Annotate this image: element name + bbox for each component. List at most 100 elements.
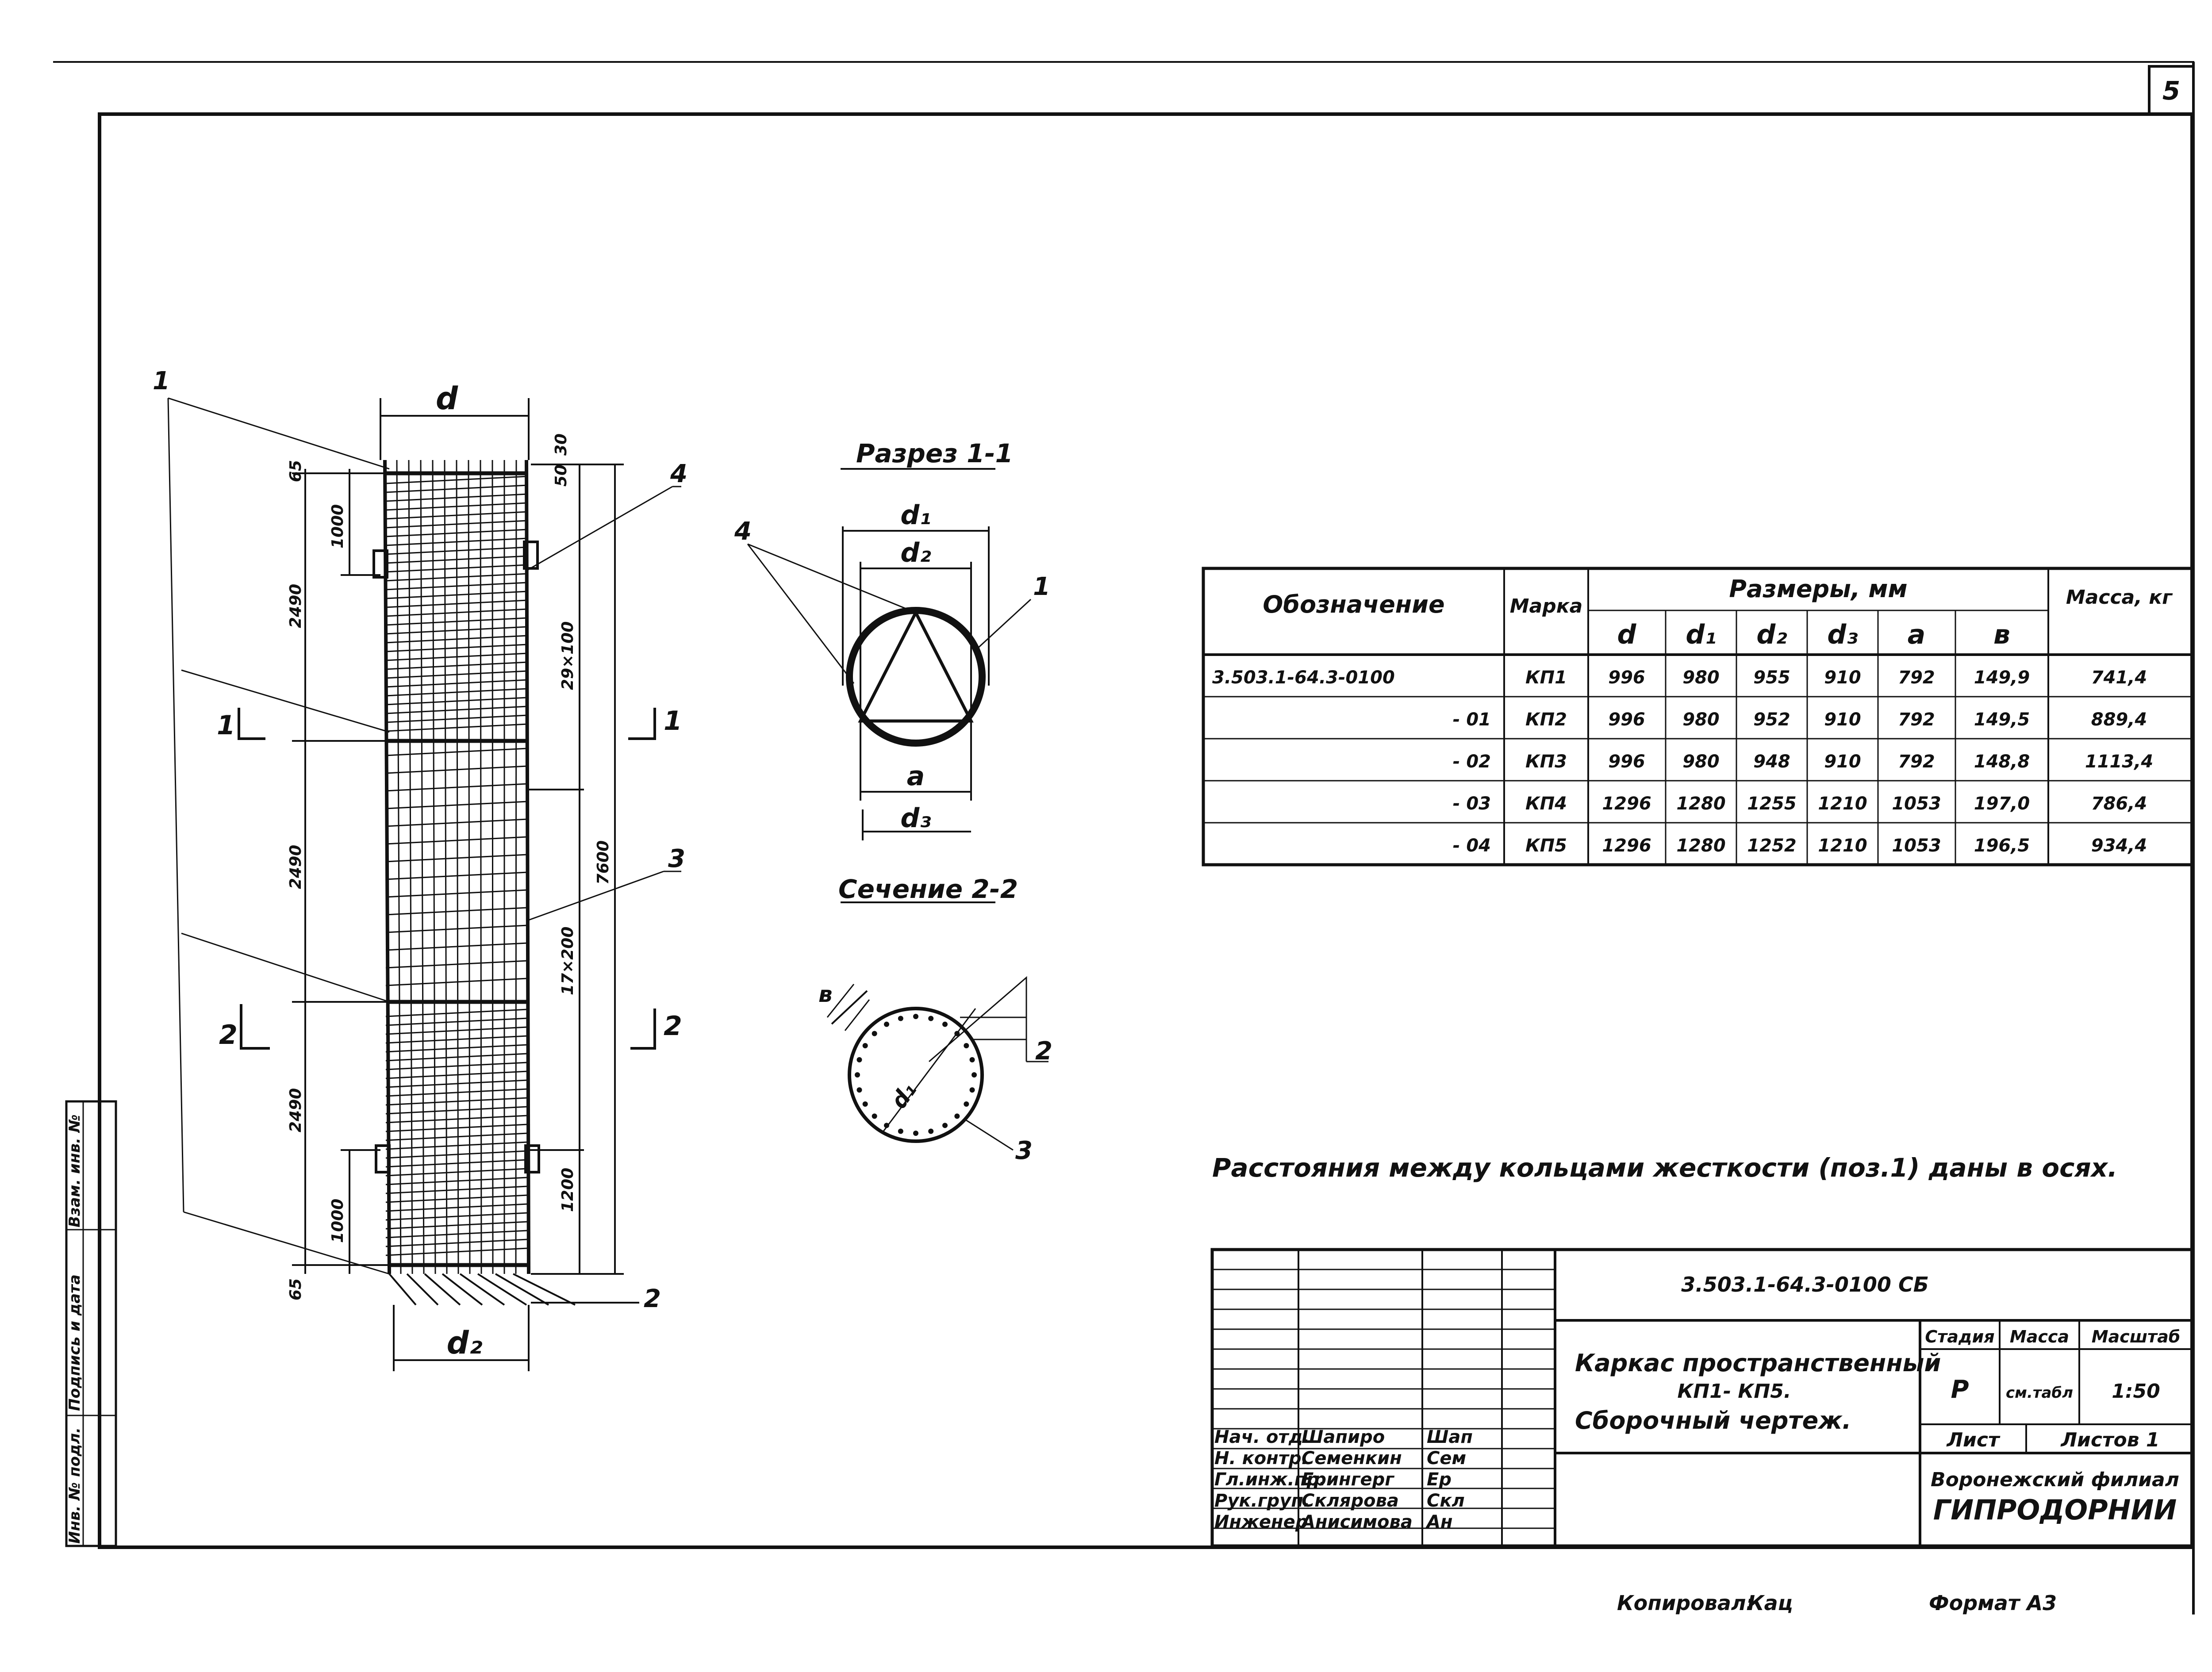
spec-row-mark: КП2 <box>1525 709 1567 730</box>
spiral-hoop <box>385 582 528 591</box>
spiral-hoop <box>385 591 528 599</box>
section2-rod-dot <box>928 1016 934 1021</box>
dim-left-65-top: 65 <box>287 460 305 482</box>
section2-rod-dot <box>856 1057 862 1062</box>
section2-rod-dot <box>913 1014 918 1019</box>
spiral-hoop <box>385 1185 528 1194</box>
spec-row-d3: 910 <box>1824 709 1861 730</box>
note-text: Расстояния между кольцами жесткости (поз… <box>1212 1153 2117 1183</box>
spiral-hoop <box>385 871 528 880</box>
longitudinal-rod <box>432 460 436 1274</box>
spiral-hoop <box>385 907 528 916</box>
spec-row-mass: 889,4 <box>2091 709 2147 730</box>
spec-row-b: 196,5 <box>1974 836 2030 856</box>
spiral-hoop <box>385 924 528 933</box>
section2-rod-dot <box>942 1123 948 1128</box>
staff-name: Ерингерг <box>1302 1469 1394 1490</box>
copied-by-signature: Кац <box>1747 1591 1793 1615</box>
spiral-hoop <box>385 1088 528 1097</box>
staff-name: Склярова <box>1302 1491 1399 1511</box>
spiral-hoop <box>385 635 528 644</box>
sheet-label: Лист <box>1946 1429 2001 1451</box>
spec-col-sizes: Размеры, мм <box>1729 575 1907 603</box>
spiral-hoop <box>385 1017 528 1026</box>
longitudinal-rod <box>396 460 402 1274</box>
spiral-hoop <box>385 1115 528 1124</box>
scale-value: 1:50 <box>2112 1380 2160 1403</box>
stage-label: Стадия <box>1925 1327 1994 1346</box>
spec-row-mass: 786,4 <box>2091 794 2147 814</box>
spiral-hoop <box>385 1159 528 1168</box>
spiral-hoop <box>385 1221 528 1230</box>
longitudinal-rod <box>408 460 413 1274</box>
spiral-hoop <box>385 1009 528 1017</box>
spec-row-d: 996 <box>1608 667 1645 688</box>
section-1-title: Разрез 1-1 <box>856 438 1013 468</box>
spiral-hoop <box>385 679 528 688</box>
staff-role: Н. контр. <box>1214 1448 1308 1469</box>
spiral-hoop <box>385 697 528 706</box>
spiral-hoop <box>385 1062 528 1070</box>
section1-a-label: a <box>907 761 925 792</box>
staff-signature: Скл <box>1427 1491 1465 1511</box>
spec-row-d2: 952 <box>1753 709 1790 730</box>
section2-rod-dot <box>884 1123 889 1128</box>
spiral-hoop <box>385 960 528 969</box>
spec-row-designation: - 01 <box>1453 709 1491 730</box>
section2-rod-dot <box>898 1016 903 1021</box>
spec-row-d1: 980 <box>1682 667 1720 688</box>
spec-col-mass: Масса, кг <box>2066 586 2173 609</box>
staff-role: Нач. отд. <box>1214 1427 1310 1447</box>
spiral-hoop <box>385 1203 528 1212</box>
longitudinal-rod <box>492 460 494 1274</box>
cut-mark-1-right: 1 <box>664 706 682 736</box>
section2-rod-dot <box>855 1072 860 1078</box>
section2-rod-dot <box>872 1031 877 1036</box>
spiral-hoop <box>385 511 528 520</box>
staff-name: Шапиро <box>1302 1427 1385 1447</box>
section2-rod-dot <box>964 1043 969 1048</box>
longitudinal-rod <box>420 460 425 1274</box>
staff-role: Рук.груп. <box>1214 1491 1310 1511</box>
section1-d3-label: d₃ <box>900 803 931 834</box>
staff-signature: Шап <box>1427 1427 1473 1447</box>
stage-value: Р <box>1951 1375 1969 1404</box>
spiral-hoop <box>385 546 528 555</box>
spiral-hoop <box>385 801 528 809</box>
spiral-hoop <box>385 661 528 670</box>
spiral-hoop <box>385 493 528 502</box>
side-stamp <box>65 1100 117 1547</box>
spec-table-grid <box>1202 567 2194 867</box>
section2-rod-dot <box>884 1021 889 1027</box>
spec-size-col-d1: d₁ <box>1686 619 1716 650</box>
spiral-hoop <box>385 748 528 756</box>
section2-callout-2: 2 <box>1035 1037 1052 1066</box>
spec-row-mark: КП3 <box>1525 752 1567 772</box>
spec-col-designation: Обозначение <box>1263 591 1444 618</box>
spiral-hoop <box>385 476 528 484</box>
section2-b-label: в <box>818 982 833 1007</box>
dim-right-1200: 1200 <box>559 1168 577 1212</box>
elevation-top-label: d <box>436 380 458 417</box>
org-line-1: Воронежский филиал <box>1931 1469 2179 1491</box>
spec-row-designation: - 02 <box>1453 752 1491 772</box>
cage-elevation <box>167 397 681 1371</box>
longitudinal-rod <box>480 460 482 1274</box>
staff-signature: Сем <box>1427 1448 1466 1469</box>
spec-row-mark: КП1 <box>1525 667 1567 688</box>
dim-left-2490-c: 2490 <box>287 1088 305 1132</box>
org-line-2: ГИПРОДОРНИИ <box>1933 1494 2177 1526</box>
spiral-hoop <box>385 1026 528 1035</box>
copied-by-label: Копировал: <box>1617 1591 1754 1615</box>
spiral-hoop <box>385 706 528 714</box>
staff-role: Гл.инж.пр. <box>1214 1469 1326 1490</box>
section-2-title: Сечение 2-2 <box>838 874 1018 904</box>
spiral-hoop <box>385 854 528 863</box>
spec-row-a: 1053 <box>1892 836 1941 856</box>
staff-name: Семенкин <box>1302 1448 1402 1469</box>
spiral-hoop <box>385 1141 528 1150</box>
spec-row-d: 1296 <box>1602 836 1651 856</box>
sheet-number: 5 <box>2162 76 2180 106</box>
scale-label: Масштаб <box>2092 1327 2181 1346</box>
longitudinal-rod <box>456 460 459 1274</box>
